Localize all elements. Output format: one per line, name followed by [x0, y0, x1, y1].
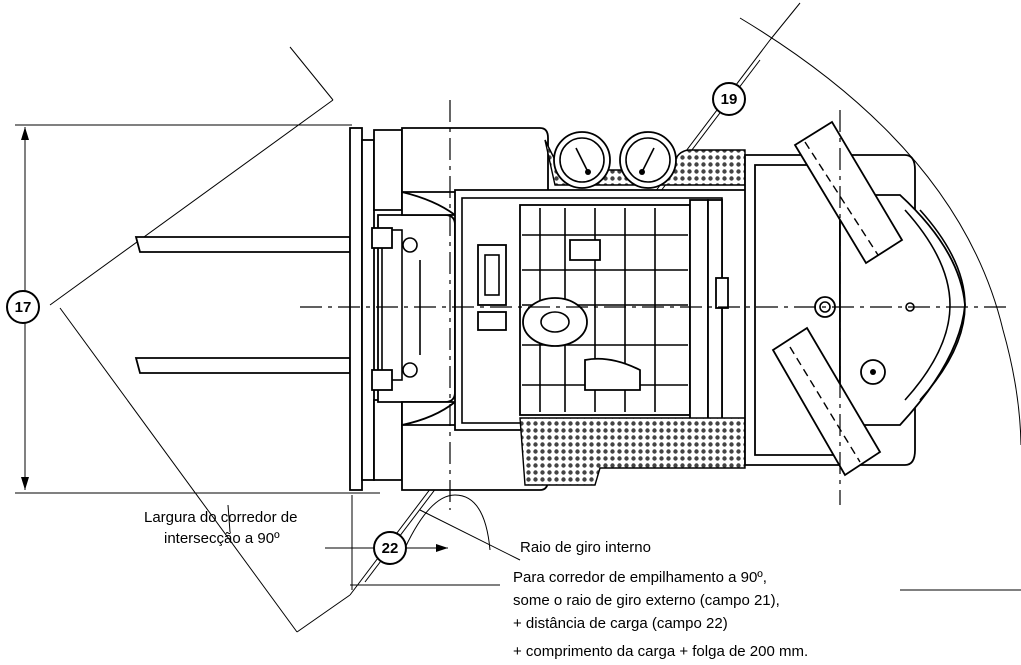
note-line-4: + comprimento da carga + folga de 200 mm…	[513, 643, 808, 660]
note-line-1: Para corredor de empilhamento a 90º,	[513, 569, 767, 586]
forks	[134, 236, 351, 374]
dimension-17	[15, 124, 380, 494]
inner-radius-and-22	[325, 494, 521, 590]
callout-19-text: 19	[721, 91, 738, 108]
steer-wheels	[771, 120, 904, 477]
aisle-width-label-line2: intersecção a 90º	[164, 530, 280, 547]
outer-turning-arc	[739, 17, 1021, 446]
gauges	[553, 131, 677, 189]
note-line-2: some o raio de giro externo (campo 21),	[513, 592, 780, 609]
note-line-3: + distância de carga (campo 22)	[513, 615, 728, 632]
callout-19: 19	[712, 82, 746, 116]
callout-17-text: 17	[15, 299, 32, 316]
inner-radius-label: Raio de giro interno	[520, 539, 651, 556]
aisle-width-label-line1: Largura do corredor de	[144, 509, 297, 526]
callout-17: 17	[6, 290, 40, 324]
callout-22: 22	[373, 531, 407, 565]
centerlines	[300, 100, 1010, 510]
front-wheels	[401, 127, 549, 491]
callout-22-text: 22	[382, 540, 399, 557]
truck-body	[454, 189, 751, 431]
